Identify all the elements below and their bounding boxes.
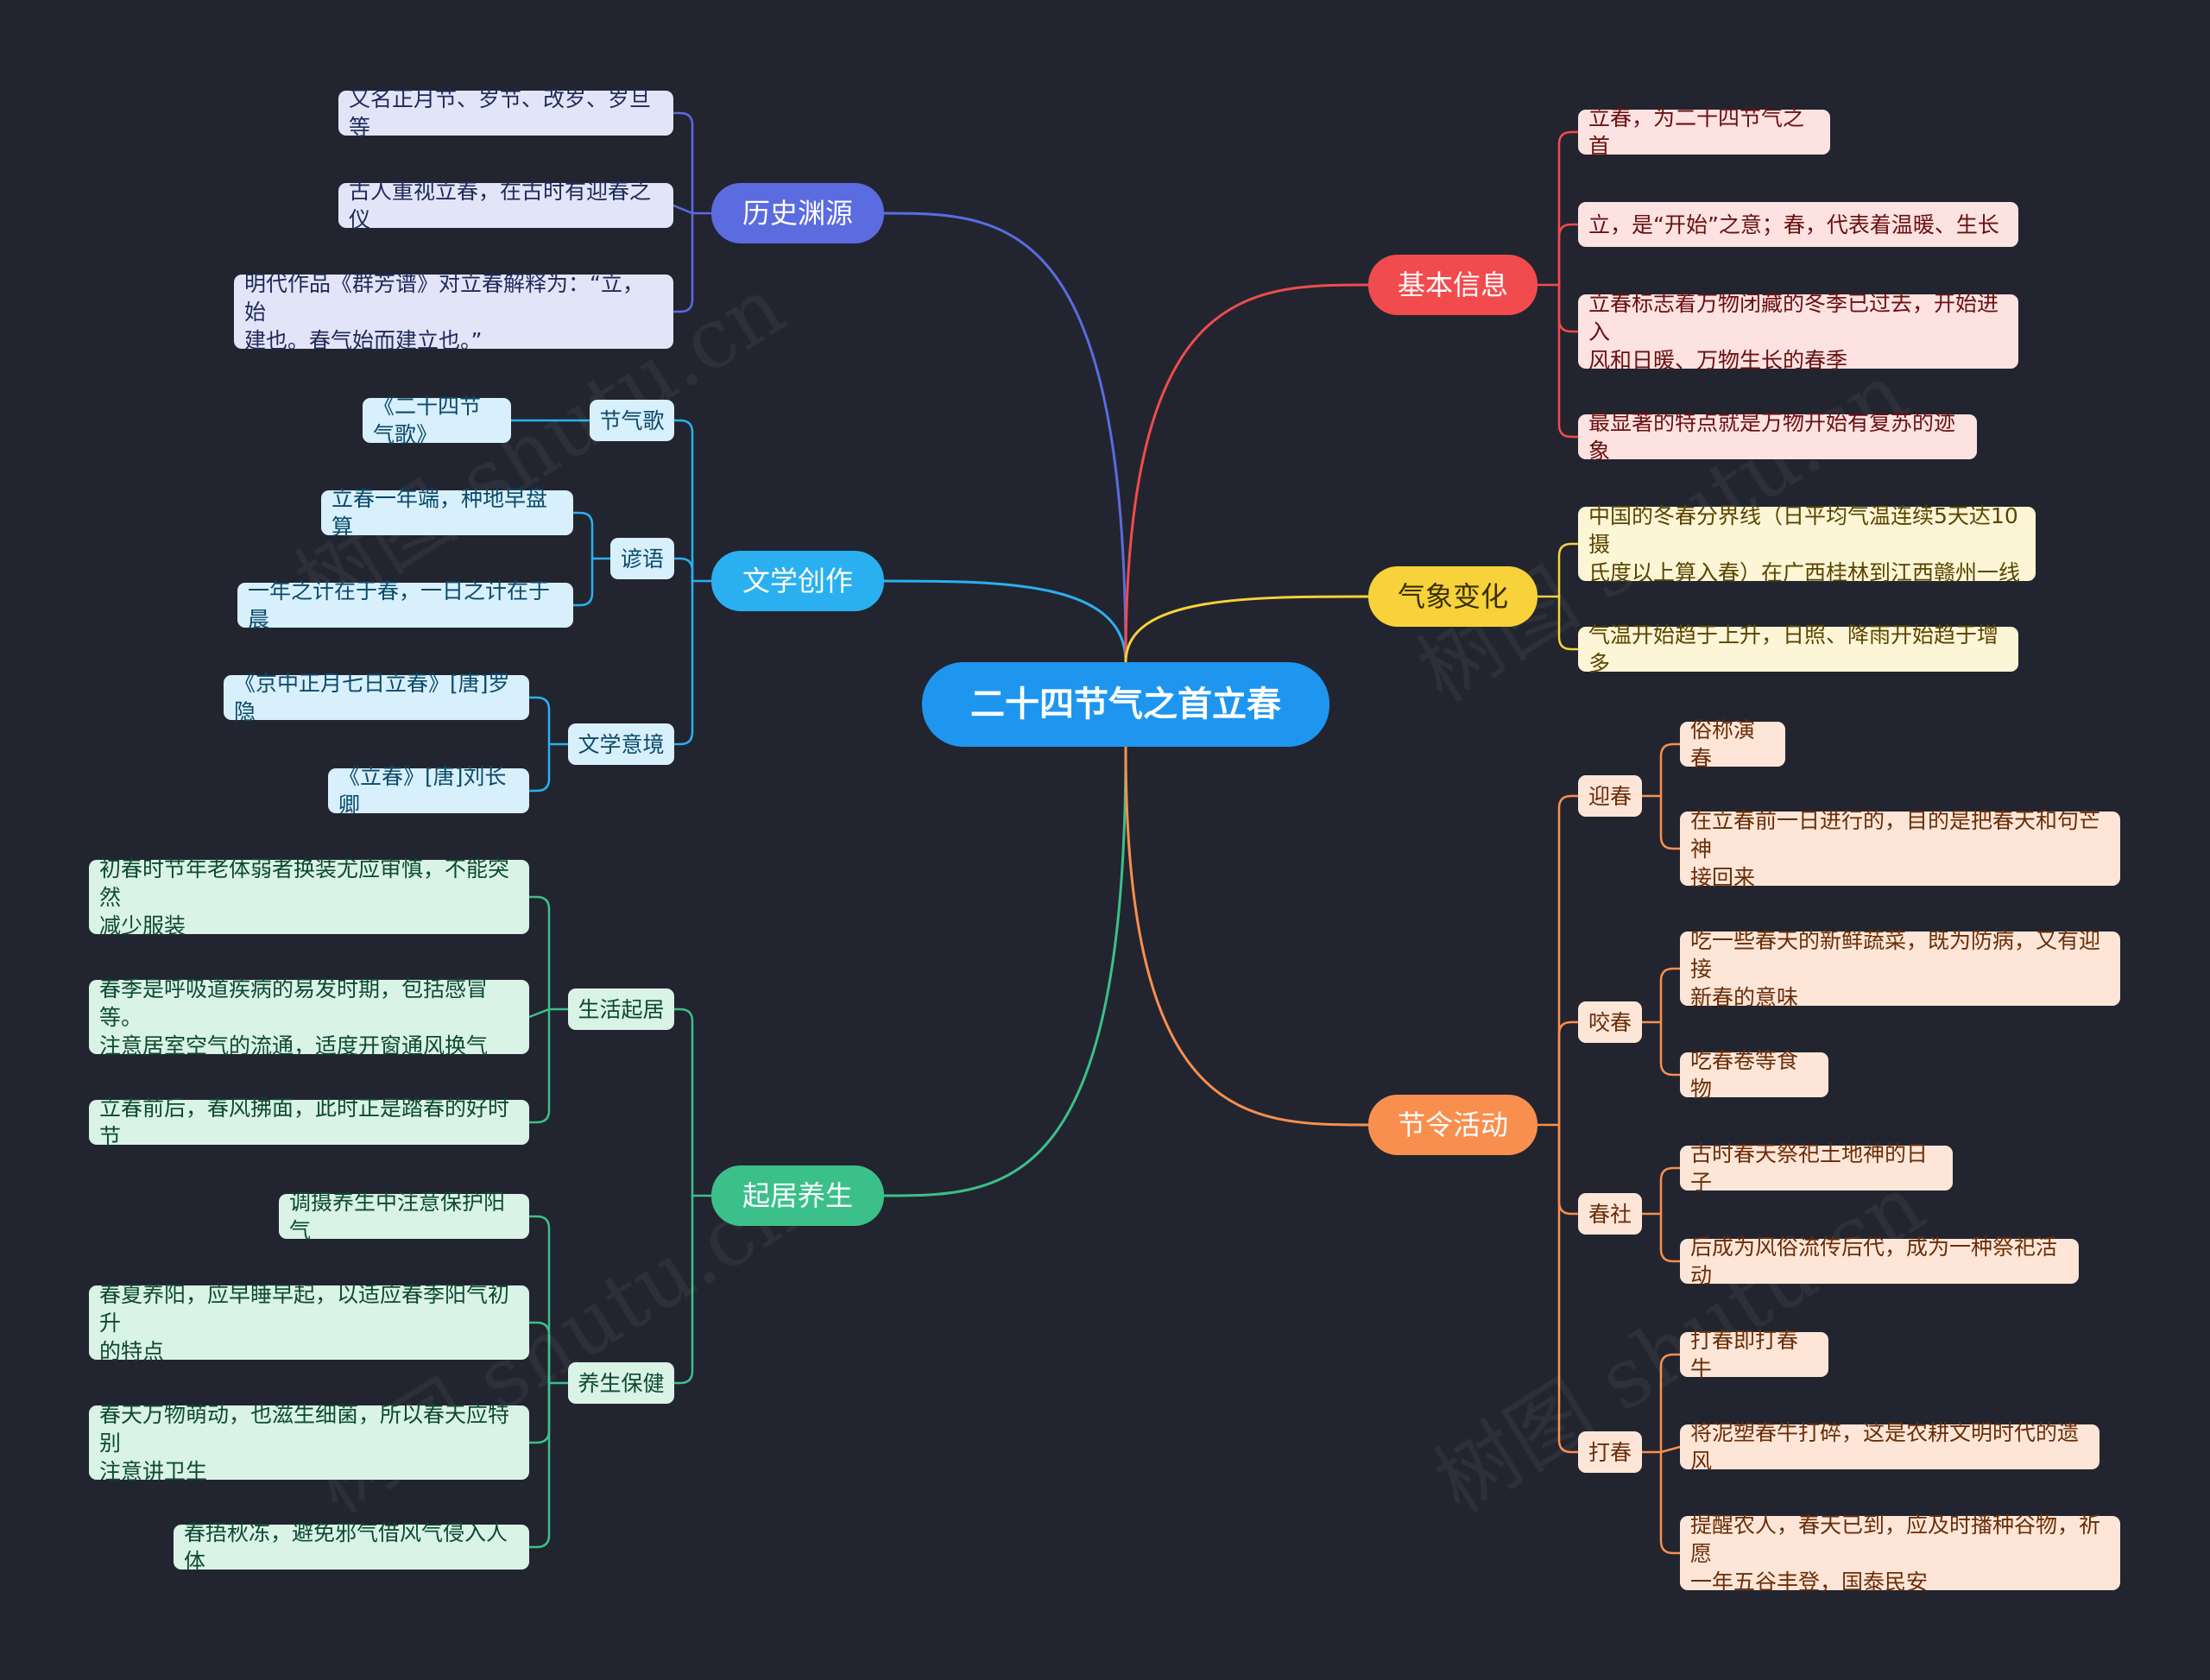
- history-leaf[interactable]: 古人重视立春，在古时有迎春之仪: [338, 179, 673, 232]
- leaf-connector: [527, 696, 551, 746]
- leaf-connector: [1659, 967, 1682, 1024]
- activity-leaf[interactable]: 在立春前一日进行的，目的是把春天和句芒神 接回来: [1680, 808, 2120, 890]
- activity-leaf[interactable]: 提醒农人，春天已到，应及时播种谷物，祈愿 一年五谷丰登，国泰民安: [1680, 1513, 2120, 1595]
- leaf-connector: [527, 1215, 551, 1385]
- health-group-yangsheng[interactable]: 养生保健: [568, 1362, 674, 1404]
- leaf-connector: [1659, 1353, 1682, 1454]
- literature-leaf[interactable]: 《京中正月七日立春》[唐]罗隐: [224, 671, 529, 724]
- leaf-connector: [571, 511, 594, 560]
- leaf-connector: [672, 204, 694, 215]
- literature-group-jieqige[interactable]: 节气歌: [590, 400, 674, 441]
- activity-leaf[interactable]: 后成为风俗流传后代，成为一种祭祀活动: [1680, 1235, 2079, 1288]
- leaf-connector: [1659, 1166, 1682, 1216]
- activity-group-yingchun[interactable]: 迎春: [1578, 775, 1642, 817]
- activity-group-yaochun[interactable]: 咬春: [1578, 1001, 1642, 1043]
- health-leaf[interactable]: 调摄养生中注意保护阳气: [279, 1190, 529, 1243]
- leaf-connector: [1557, 223, 1580, 287]
- leaf-connector: [527, 895, 551, 1011]
- activity-leaf[interactable]: 打春即打春牛: [1680, 1328, 1828, 1381]
- leaf-connector: [1557, 1123, 1580, 1216]
- leaf-connector: [1659, 1450, 1682, 1555]
- activity-leaf[interactable]: 将泥塑春牛打碎，这是农耕文明时代的遗风: [1680, 1420, 2100, 1474]
- health-leaf[interactable]: 春夏养阳，应早睡早起，以适应春季阳气初升 的特点: [89, 1282, 529, 1364]
- activity-leaf[interactable]: 俗称演春: [1680, 717, 1785, 771]
- leaf-connector: [1557, 130, 1580, 287]
- leaf-connector: [1659, 742, 1682, 798]
- main-connector: [882, 745, 1127, 1197]
- literature-leaf[interactable]: 《二十四节气歌》: [363, 394, 511, 447]
- history-leaf[interactable]: 又名正月节、岁节、改岁、岁旦等: [338, 86, 673, 140]
- health-leaf[interactable]: 初春时节年老体弱者换装尤应审慎，不能突然 减少服装: [89, 856, 529, 938]
- leaf-connector: [1659, 1020, 1682, 1077]
- weather-leaf[interactable]: 中国的冬春分界线（日平均气温连续5天达10摄 氏度以上算入春）在广西桂林到江西赣…: [1578, 503, 2036, 585]
- activity-leaf[interactable]: 吃一些春天的新鲜蔬菜，既为防病，又有迎接 新春的意味: [1680, 928, 2120, 1010]
- main-connector: [882, 579, 1127, 664]
- center-topic[interactable]: 二十四节气之首立春: [922, 662, 1329, 747]
- leaf-connector: [527, 1381, 551, 1549]
- leaf-connector: [672, 419, 694, 583]
- literature-group-yanyu[interactable]: 谚语: [610, 538, 674, 579]
- health-group-shenghuo[interactable]: 生活起居: [568, 988, 674, 1030]
- leaf-connector: [672, 111, 694, 215]
- health-leaf[interactable]: 春天万物萌动，也滋生细菌，所以春天应特别 注意讲卫生: [89, 1402, 529, 1484]
- literature-leaf[interactable]: 立春一年端，种地早盘算: [321, 486, 573, 540]
- branch-history[interactable]: 历史渊源: [711, 183, 884, 243]
- health-leaf[interactable]: 立春前后，春风拂面，此时正是踏春的好时节: [89, 1096, 529, 1149]
- activity-leaf[interactable]: 吃春卷等食物: [1680, 1048, 1828, 1102]
- activity-group-dachun[interactable]: 打春: [1578, 1431, 1642, 1473]
- health-leaf[interactable]: 春捂秋冻，避免邪气借风气侵入人体: [174, 1520, 529, 1574]
- leaf-connector: [1557, 283, 1580, 333]
- main-connector: [1124, 595, 1370, 664]
- leaf-connector: [1557, 283, 1580, 439]
- leaf-connector: [672, 579, 694, 746]
- basic-leaf[interactable]: 最显著的特点就是万物开始有复苏的迹象: [1578, 410, 1977, 464]
- basic-leaf[interactable]: 立，是“开始”之意；春，代表着温暖、生长: [1578, 202, 2018, 247]
- main-connector: [1124, 283, 1370, 664]
- leaf-connector: [527, 1007, 551, 1124]
- leaf-connector: [1557, 595, 1580, 651]
- leaf-connector: [527, 742, 551, 793]
- leaf-connector: [672, 1194, 694, 1385]
- literature-leaf[interactable]: 一年之计在于春，一日之计在于晨: [237, 578, 573, 632]
- branch-health[interactable]: 起居养生: [711, 1165, 884, 1226]
- literature-leaf[interactable]: 《立春》[唐]刘长卿: [328, 764, 529, 818]
- leaf-connector: [672, 1007, 694, 1197]
- basic-leaf[interactable]: 立春标志着万物闭藏的冬季已过去，开始进入 风和日暖、万物生长的春季: [1578, 291, 2018, 373]
- basic-leaf[interactable]: 立春，为二十四节气之首: [1578, 105, 1830, 159]
- leaf-connector: [1659, 1212, 1682, 1263]
- main-connector: [882, 212, 1127, 664]
- weather-leaf[interactable]: 气温开始趋于上升，日照、降雨开始趋于增多: [1578, 622, 2018, 676]
- main-connector: [1124, 745, 1370, 1127]
- leaf-connector: [672, 212, 694, 313]
- leaf-connector: [1557, 1020, 1580, 1127]
- leaf-connector: [1659, 794, 1682, 850]
- activity-group-chunshe[interactable]: 春社: [1578, 1193, 1642, 1235]
- literature-group-yijing[interactable]: 文学意境: [568, 723, 674, 765]
- leaf-connector: [672, 557, 694, 583]
- health-leaf[interactable]: 春季是呼吸道疾病的易发时期，包括感冒等。 注意居室空气的流通，适度开窗通风换气: [89, 976, 529, 1058]
- activity-leaf[interactable]: 古时春天祭祀土地神的日子: [1680, 1141, 1953, 1195]
- leaf-connector: [1557, 1123, 1580, 1454]
- leaf-connector: [1557, 794, 1580, 1127]
- leaf-connector: [527, 1007, 551, 1019]
- leaf-connector: [1659, 1445, 1682, 1454]
- leaf-connector: [527, 1381, 551, 1444]
- branch-basic[interactable]: 基本信息: [1368, 255, 1538, 315]
- branch-weather[interactable]: 气象变化: [1368, 566, 1538, 627]
- history-leaf[interactable]: 明代作品《群芳谱》对立春解释为：“立，始 建也。春气始而建立也。”: [234, 271, 673, 353]
- leaf-connector: [527, 1321, 551, 1385]
- branch-activity[interactable]: 节令活动: [1368, 1095, 1538, 1155]
- leaf-connector: [571, 557, 594, 607]
- branch-literature[interactable]: 文学创作: [711, 551, 884, 611]
- leaf-connector: [1557, 542, 1580, 598]
